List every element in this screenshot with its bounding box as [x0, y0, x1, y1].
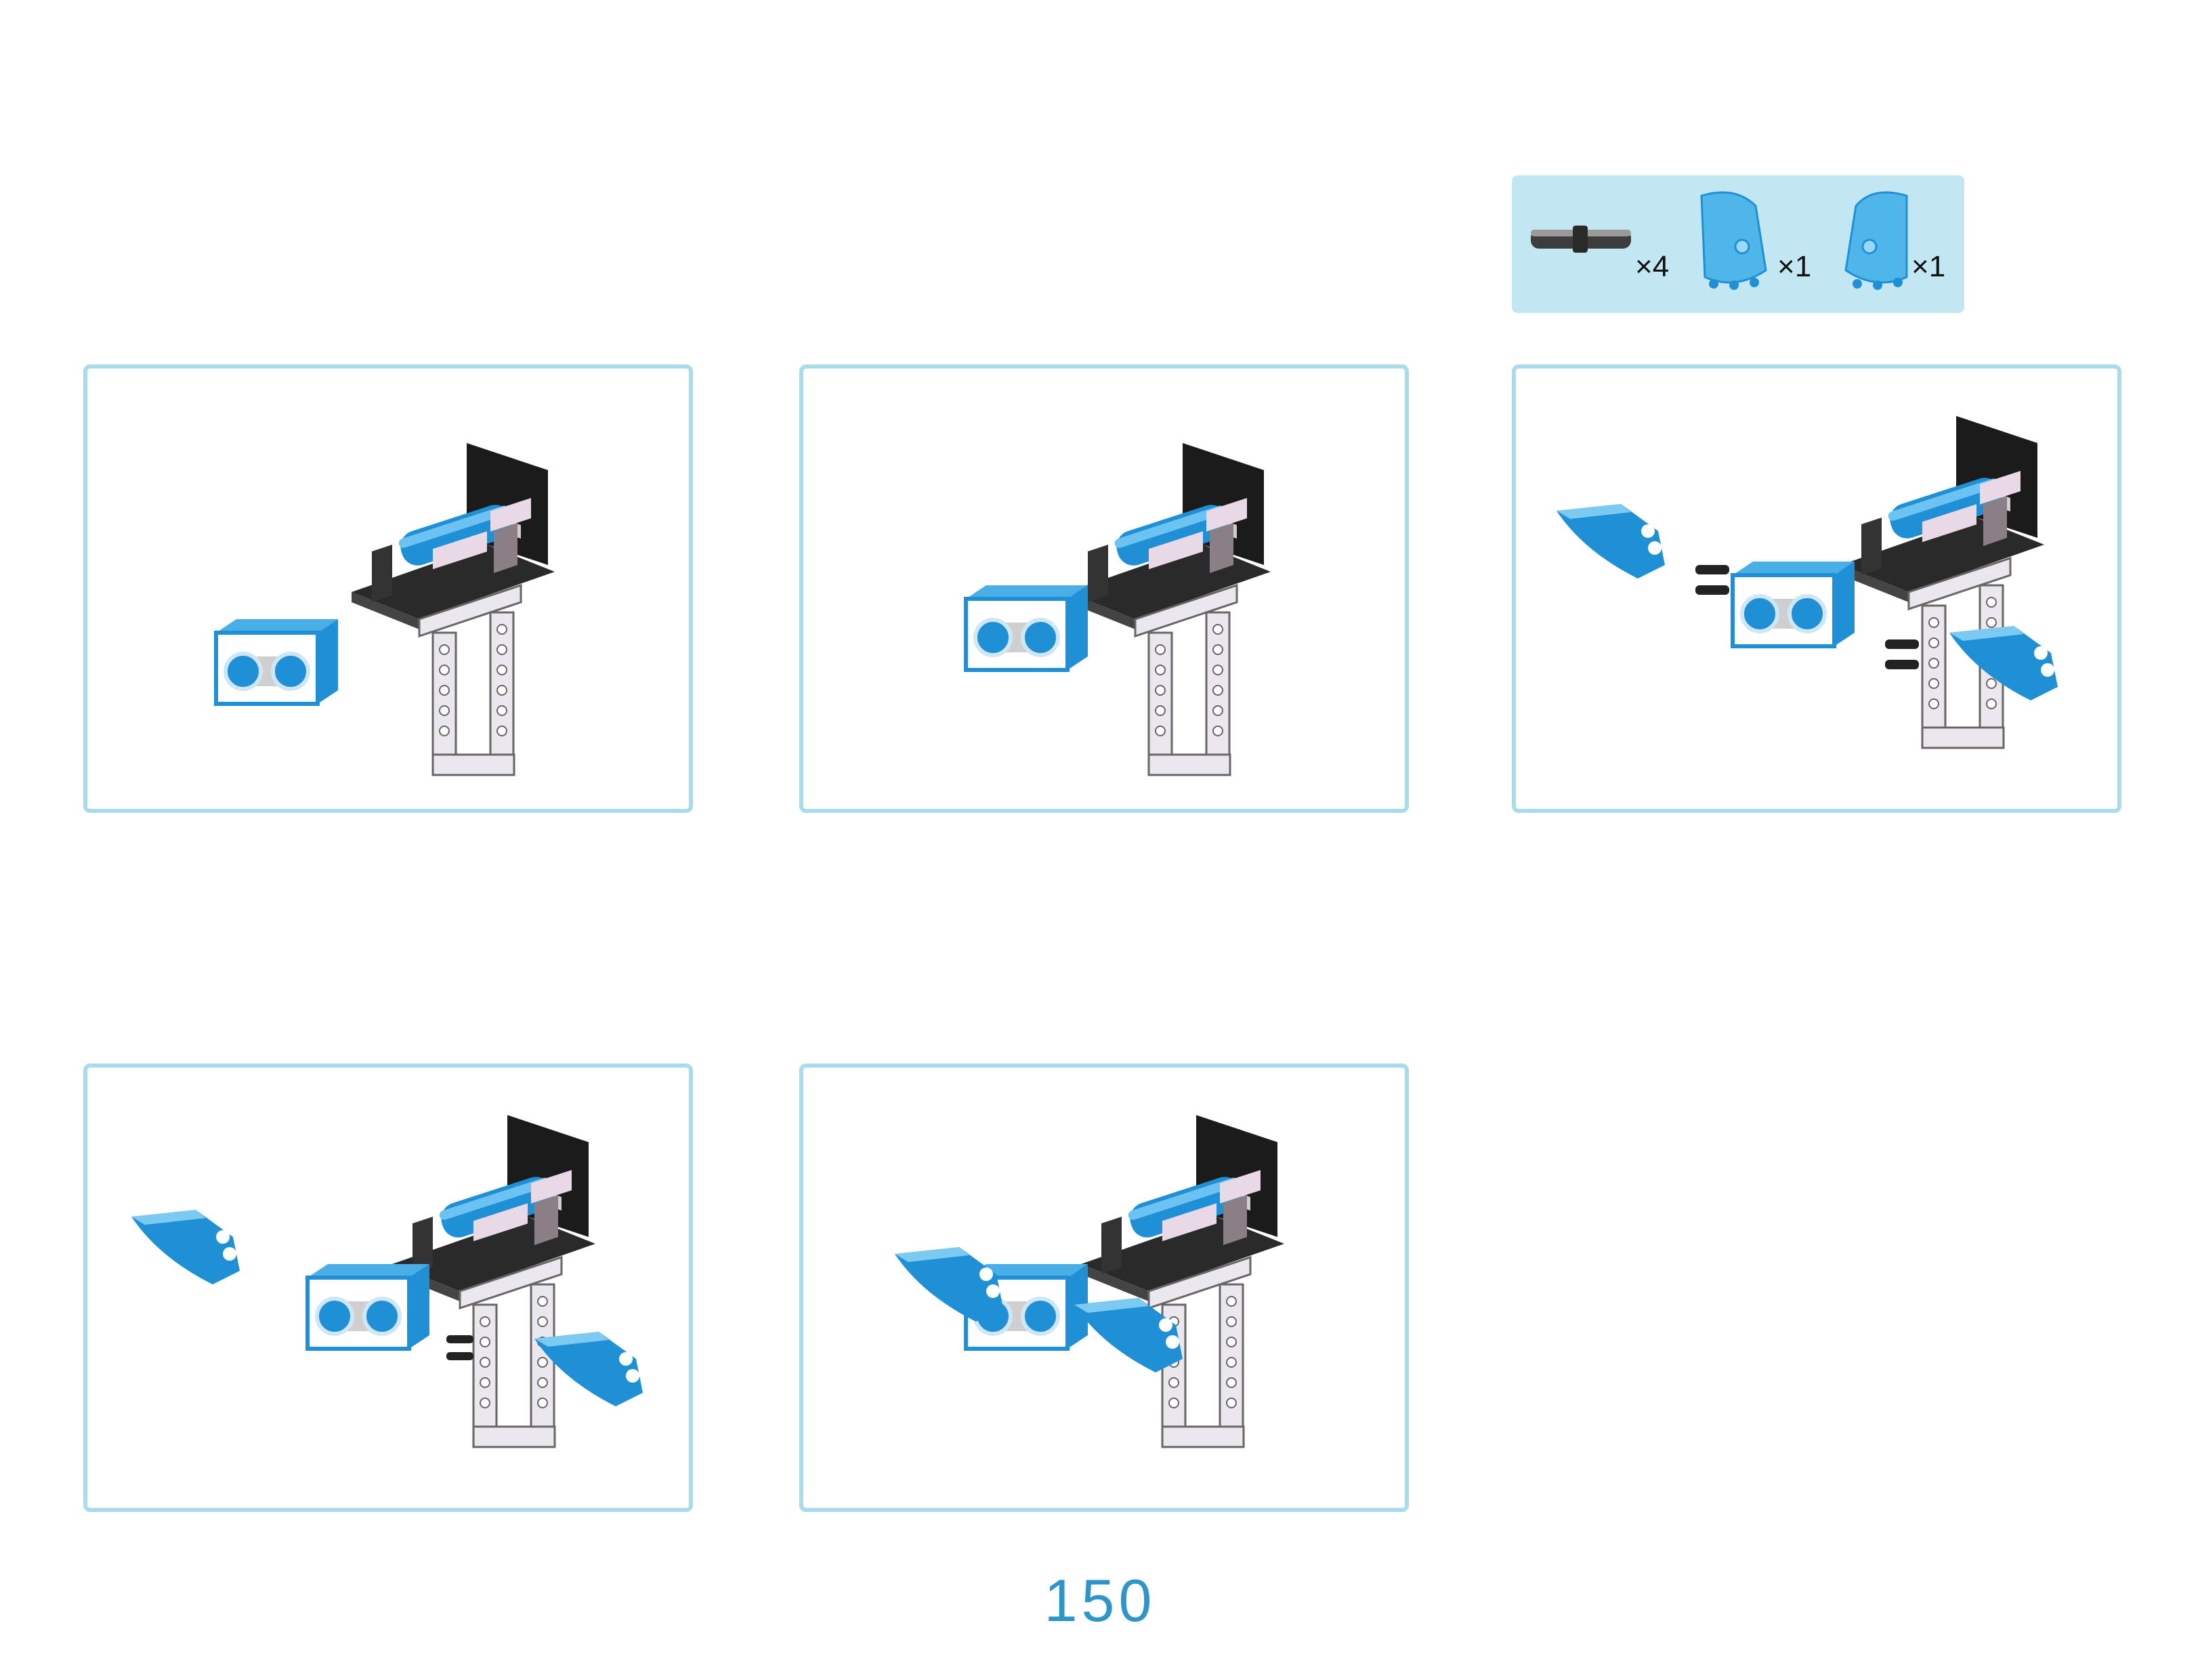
- assembly-step-4: [83, 1064, 693, 1512]
- parts-quantity: ×1: [1911, 250, 1946, 283]
- connector-pin-icon: [1531, 226, 1631, 253]
- page-number: 150: [1044, 1567, 1156, 1634]
- assembly-step-2: [799, 364, 1409, 813]
- parts-quantity: ×4: [1635, 250, 1670, 283]
- blue-shell-right-icon: [1700, 191, 1767, 290]
- robot-assembly-illustration: [131, 1114, 643, 1448]
- parts-quantity: ×1: [1777, 250, 1812, 283]
- blue-shell-left-icon: [1844, 191, 1908, 290]
- assembly-step-1: [83, 364, 693, 813]
- assembly-step-3: [1512, 364, 2121, 813]
- robot-assembly-illustration: [1557, 415, 2058, 749]
- robot-assembly-illustration: [895, 1114, 1286, 1448]
- assembly-step-5: [799, 1064, 1409, 1512]
- parts-list-box: ×4 ×1 ×1: [1512, 175, 1964, 313]
- robot-assembly-illustration: [803, 442, 1272, 776]
- robot-assembly-illustration: [87, 442, 556, 776]
